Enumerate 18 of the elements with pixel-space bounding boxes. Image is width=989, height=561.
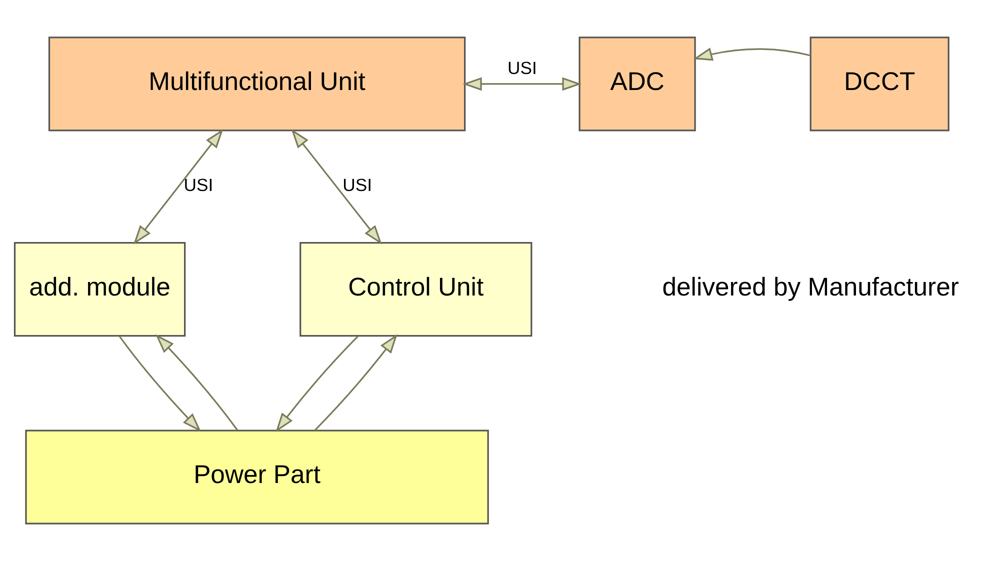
- node-box: ADC: [578, 36, 696, 132]
- node-box: DCCT: [810, 36, 950, 132]
- arrow: [693, 48, 811, 61]
- arrow: [314, 334, 398, 431]
- arrow: [291, 129, 382, 244]
- label: delivered by Manufacturer: [662, 273, 959, 302]
- edge-label: USI: [507, 58, 537, 78]
- edge-label: USI: [342, 175, 372, 196]
- node-box: add. module: [14, 242, 186, 337]
- arrow: [462, 77, 582, 91]
- node-box: Power Part: [25, 430, 489, 524]
- node-box: Control Unit: [300, 242, 532, 337]
- node-box: Multifunctional Unit: [48, 36, 466, 132]
- arrow: [118, 336, 202, 432]
- edge-label: USI: [184, 175, 214, 196]
- arrow: [276, 336, 359, 432]
- arrow: [156, 334, 238, 431]
- arrow: [133, 129, 224, 244]
